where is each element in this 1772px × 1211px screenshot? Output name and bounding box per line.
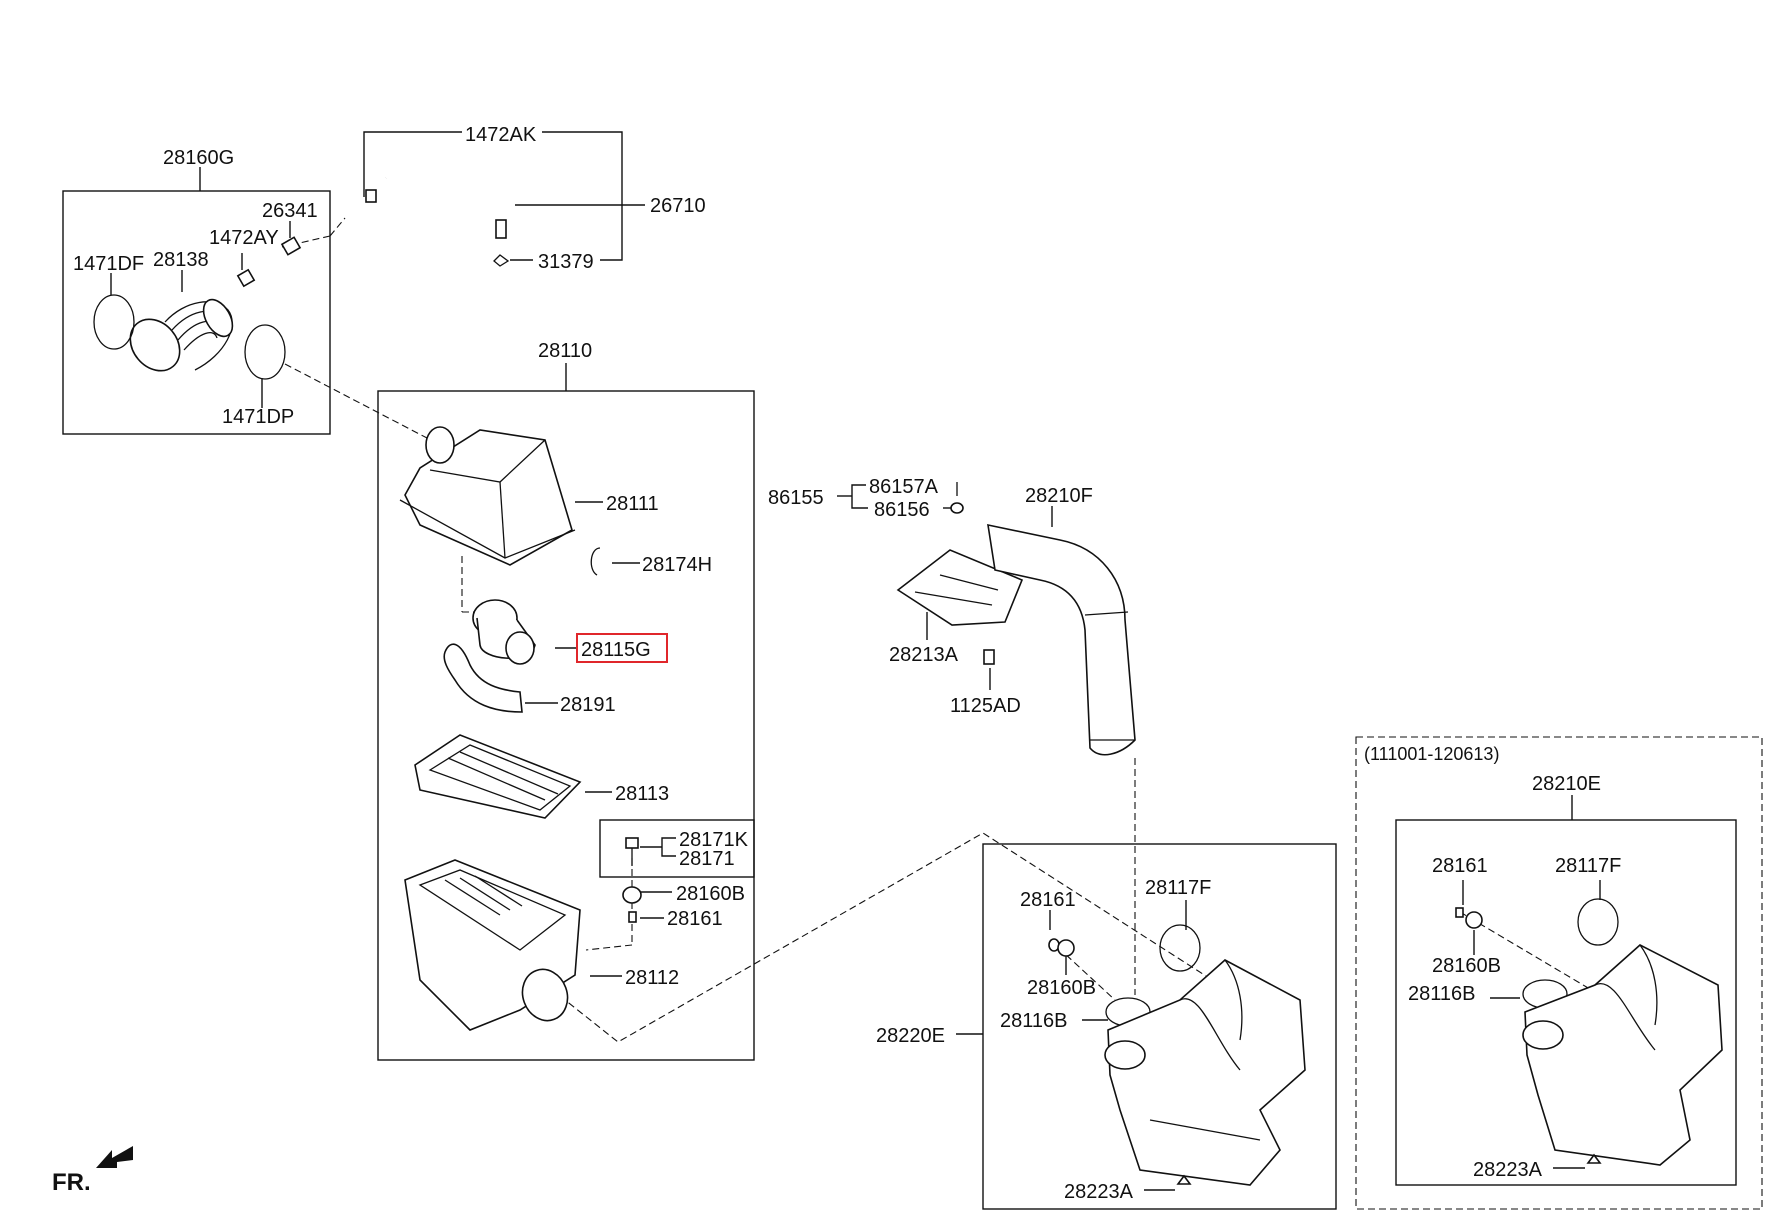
leader-lines <box>110 131 1601 1191</box>
label-28171: 28171 <box>679 848 735 870</box>
label-28223a-b: 28223A <box>1064 1181 1134 1203</box>
label-28210e: 28210E <box>1532 773 1601 795</box>
group-box-28171 <box>599 819 755 878</box>
highlight-box-28115g <box>576 633 668 663</box>
variant-note: (111001-120613) <box>1364 744 1499 764</box>
label-86155: 86155 <box>768 487 824 509</box>
label-28161-b: 28161 <box>1020 889 1076 911</box>
part-labels: 28160G 1472AK 26710 26341 1472AY 1471DF … <box>52 124 1621 1203</box>
label-28117f-c: 28117F <box>1555 855 1621 877</box>
group-box-28220e <box>982 843 1337 1210</box>
resonator-28220e <box>1048 924 1306 1186</box>
variant-box-dashed <box>1355 736 1763 1210</box>
label-28161-c: 28161 <box>1432 855 1488 877</box>
front-direction-arrow-icon <box>96 1146 133 1168</box>
label-28110: 28110 <box>538 340 592 362</box>
label-31379: 31379 <box>538 251 594 273</box>
label-1472ak: 1472AK <box>465 124 537 146</box>
label-28160b-c: 28160B <box>1432 955 1501 977</box>
label-86157a: 86157A <box>869 476 939 498</box>
label-26341: 26341 <box>262 200 318 222</box>
air-intake-hose-28138 <box>129 298 234 372</box>
label-28117f-b: 28117F <box>1145 877 1211 899</box>
label-28160b-a: 28160B <box>676 883 745 905</box>
air-cleaner-cover-28111 <box>399 426 576 566</box>
label-28210f: 28210F <box>1025 485 1093 507</box>
label-28171k: 28171K <box>679 829 749 851</box>
label-1471df: 1471DF <box>73 253 144 275</box>
label-28116b-c: 28116B <box>1408 983 1475 1005</box>
clip-28174h <box>590 547 601 576</box>
label-28223a-c: 28223A <box>1473 1159 1543 1181</box>
bolt-28223a-a <box>1176 1174 1192 1185</box>
label-28161-a: 28161 <box>667 908 723 930</box>
breather-hose-26710 <box>365 158 510 267</box>
label-28220e: 28220E <box>876 1025 945 1047</box>
duct-28191 <box>443 643 523 713</box>
front-direction-label: FR. <box>52 1169 91 1196</box>
label-28115g[interactable]: 28115G <box>581 639 651 661</box>
label-28111: 28111 <box>606 493 659 515</box>
label-28138: 28138 <box>153 249 209 271</box>
air-duct-28210f <box>987 523 1136 756</box>
label-86156: 86156 <box>874 499 930 521</box>
label-28160b-b: 28160B <box>1027 977 1096 999</box>
mass-air-flow-sensor-28115g <box>472 599 536 665</box>
hose-clamp-1471dp <box>244 324 286 380</box>
hose-clamp-1471df <box>93 294 135 350</box>
label-28174h: 28174H <box>642 554 712 576</box>
label-26710: 26710 <box>650 195 706 217</box>
label-28112: 28112 <box>625 967 679 989</box>
grommet-28160b <box>622 886 642 904</box>
bolt-28223a-b <box>1586 1153 1602 1164</box>
bracket-28213a <box>896 482 1024 665</box>
air-filter-element-28113 <box>414 734 582 819</box>
group-box-28210e <box>1395 819 1737 1186</box>
group-box-28160g <box>62 190 331 435</box>
label-28160g: 28160G <box>163 147 234 169</box>
air-cleaner-body-28112 <box>404 859 581 1031</box>
label-1471dp: 1471DP <box>222 406 294 428</box>
resonator-28210e <box>1455 898 1723 1166</box>
pin-28161 <box>628 911 637 923</box>
label-28116b-b: 28116B <box>1000 1010 1067 1032</box>
label-1472ay: 1472AY <box>209 227 279 249</box>
label-28213a: 28213A <box>889 644 959 666</box>
label-1125ad: 1125AD <box>950 695 1021 717</box>
bolt-28171 <box>625 837 639 866</box>
clamp-26341 <box>236 236 302 288</box>
label-28113: 28113 <box>615 783 669 805</box>
label-28191: 28191 <box>560 694 616 716</box>
